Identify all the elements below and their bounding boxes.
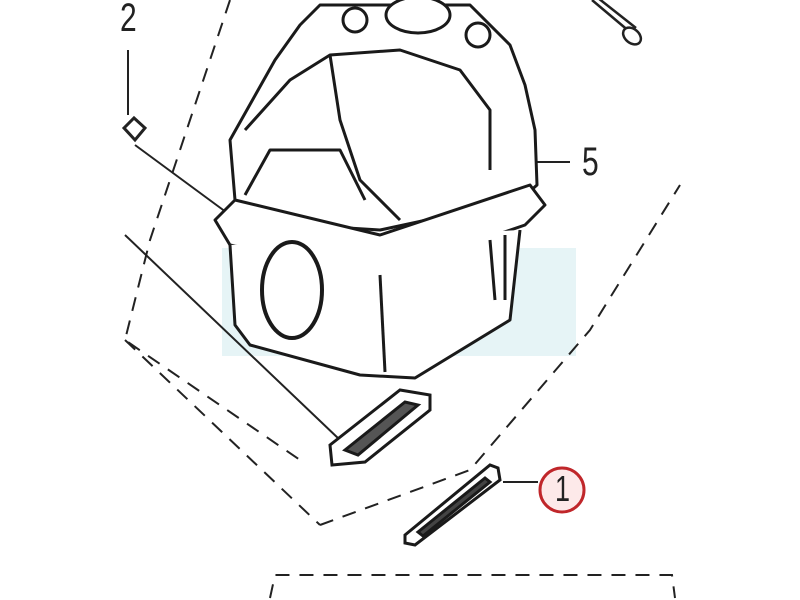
gasket xyxy=(328,388,432,467)
leader-lines xyxy=(124,50,570,483)
part-1-seal xyxy=(403,463,502,547)
housing-part-5 xyxy=(213,0,547,380)
callout-label-1[interactable]: 1 xyxy=(555,468,571,509)
callout-label-5: 5 xyxy=(582,140,599,184)
callout-label-2: 2 xyxy=(120,0,137,40)
screw xyxy=(591,0,643,46)
assembly-boundary xyxy=(123,0,681,599)
highlight-circle xyxy=(538,466,586,514)
part-2-clip xyxy=(121,115,148,143)
